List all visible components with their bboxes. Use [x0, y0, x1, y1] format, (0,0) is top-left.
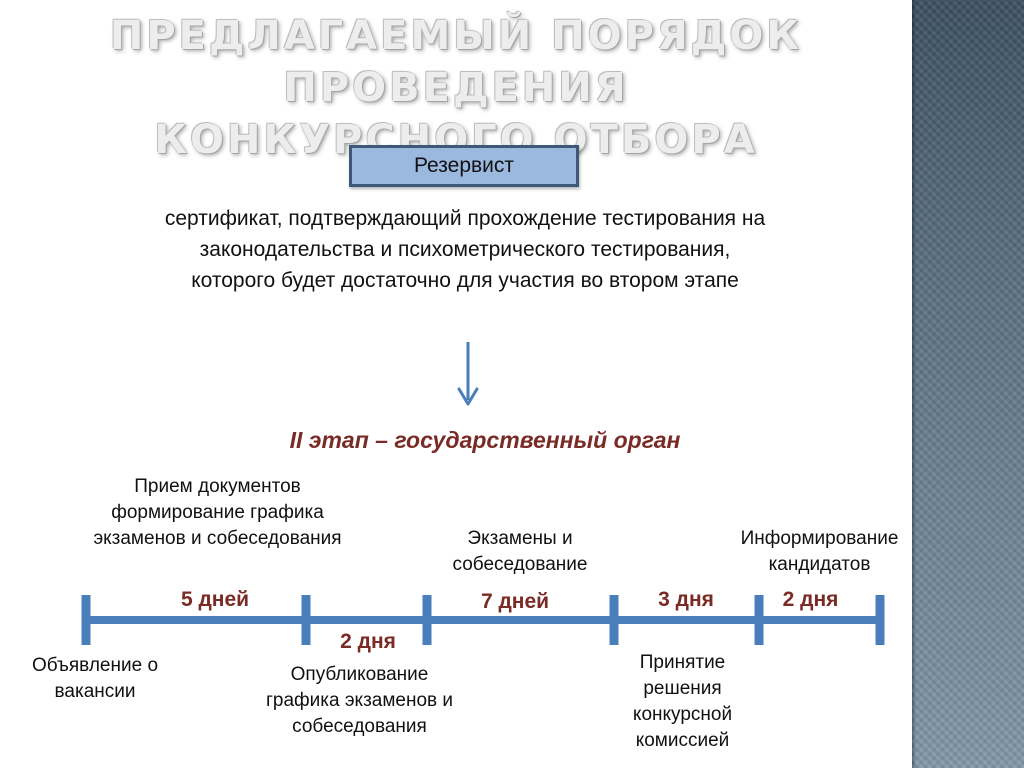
- decorative-side-panel: [912, 0, 1024, 768]
- title-line-1: ПРЕДЛАГАЕМЫЙ ПОРЯДОК ПРОВЕДЕНИЯ: [109, 13, 803, 111]
- label-exams: Экзамены и собеседование: [452, 528, 588, 575]
- label-publish: Опубликование графика экзаменов и собесе…: [265, 664, 454, 737]
- slide-title: ПРЕДЛАГАЕМЫЙ ПОРЯДОК ПРОВЕДЕНИЯ КОНКУРСН…: [0, 10, 912, 166]
- reservist-label: Резервист: [413, 154, 515, 177]
- down-arrow-icon: [457, 342, 479, 406]
- label-documents: Прием документов формирование графика эк…: [93, 476, 342, 549]
- duration-7-days: 7 дней: [480, 590, 550, 613]
- duration-5-days: 5 дней: [180, 588, 250, 611]
- label-announce: Объявление о вакансии: [31, 655, 159, 702]
- duration-3-days: 3 дня: [658, 588, 714, 611]
- duration-2-days-publish: 2 дня: [340, 630, 396, 653]
- label-inform: Информирование кандидатов: [740, 528, 899, 575]
- stage-title: II этап – государственный орган: [289, 427, 681, 453]
- reservist-box: Резервист: [349, 145, 579, 187]
- duration-2-days-inform: 2 дня: [782, 588, 839, 611]
- label-decision: Принятие решения конкурсной комиссией: [632, 652, 733, 751]
- certificate-text: сертификат, подтверждающий прохождение т…: [164, 207, 766, 292]
